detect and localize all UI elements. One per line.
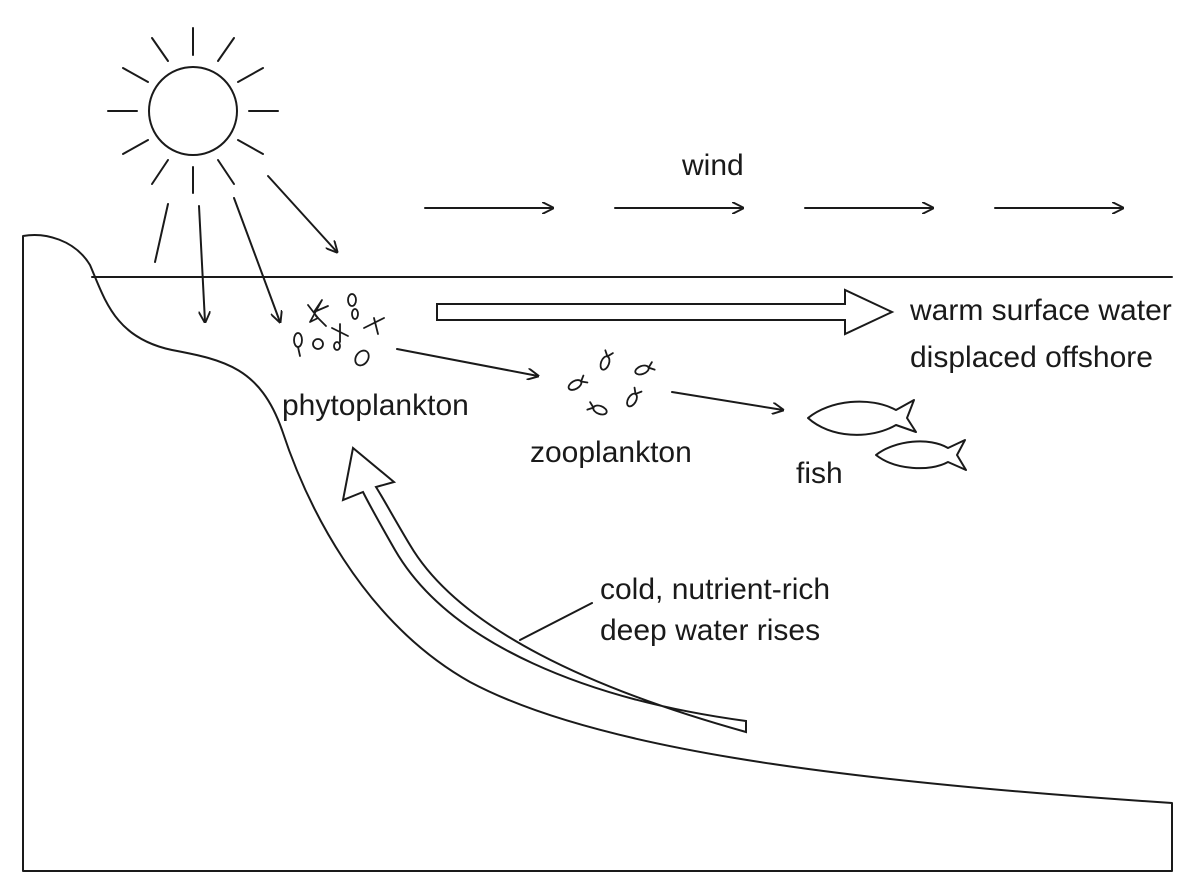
cold-water-leader-line bbox=[519, 602, 593, 641]
wind-label: wind bbox=[682, 149, 744, 182]
warm-water-label-line1: warm surface water bbox=[910, 294, 1172, 327]
cold-water-label-line2: deep water rises bbox=[600, 614, 821, 647]
phyto-to-zoo-arrow bbox=[396, 348, 538, 376]
cold-water-label-line1: cold, nutrient-rich bbox=[600, 573, 831, 606]
upwelling-arrow bbox=[341, 446, 747, 734]
zooplankton-label: zooplankton bbox=[530, 436, 692, 469]
fish-icon bbox=[807, 399, 967, 471]
sun-icon bbox=[107, 27, 279, 194]
warm-water-arrow bbox=[436, 288, 895, 336]
coast-and-seafloor bbox=[22, 234, 1173, 872]
fish-label: fish bbox=[796, 457, 843, 490]
warm-water-label-line2: displaced offshore bbox=[910, 341, 1153, 374]
zoo-to-fish-arrow bbox=[671, 391, 783, 410]
phytoplankton-icon bbox=[293, 293, 385, 367]
zooplankton-icon bbox=[567, 349, 656, 416]
phytoplankton-label: phytoplankton bbox=[282, 389, 469, 422]
sunlight-rays bbox=[154, 175, 337, 322]
